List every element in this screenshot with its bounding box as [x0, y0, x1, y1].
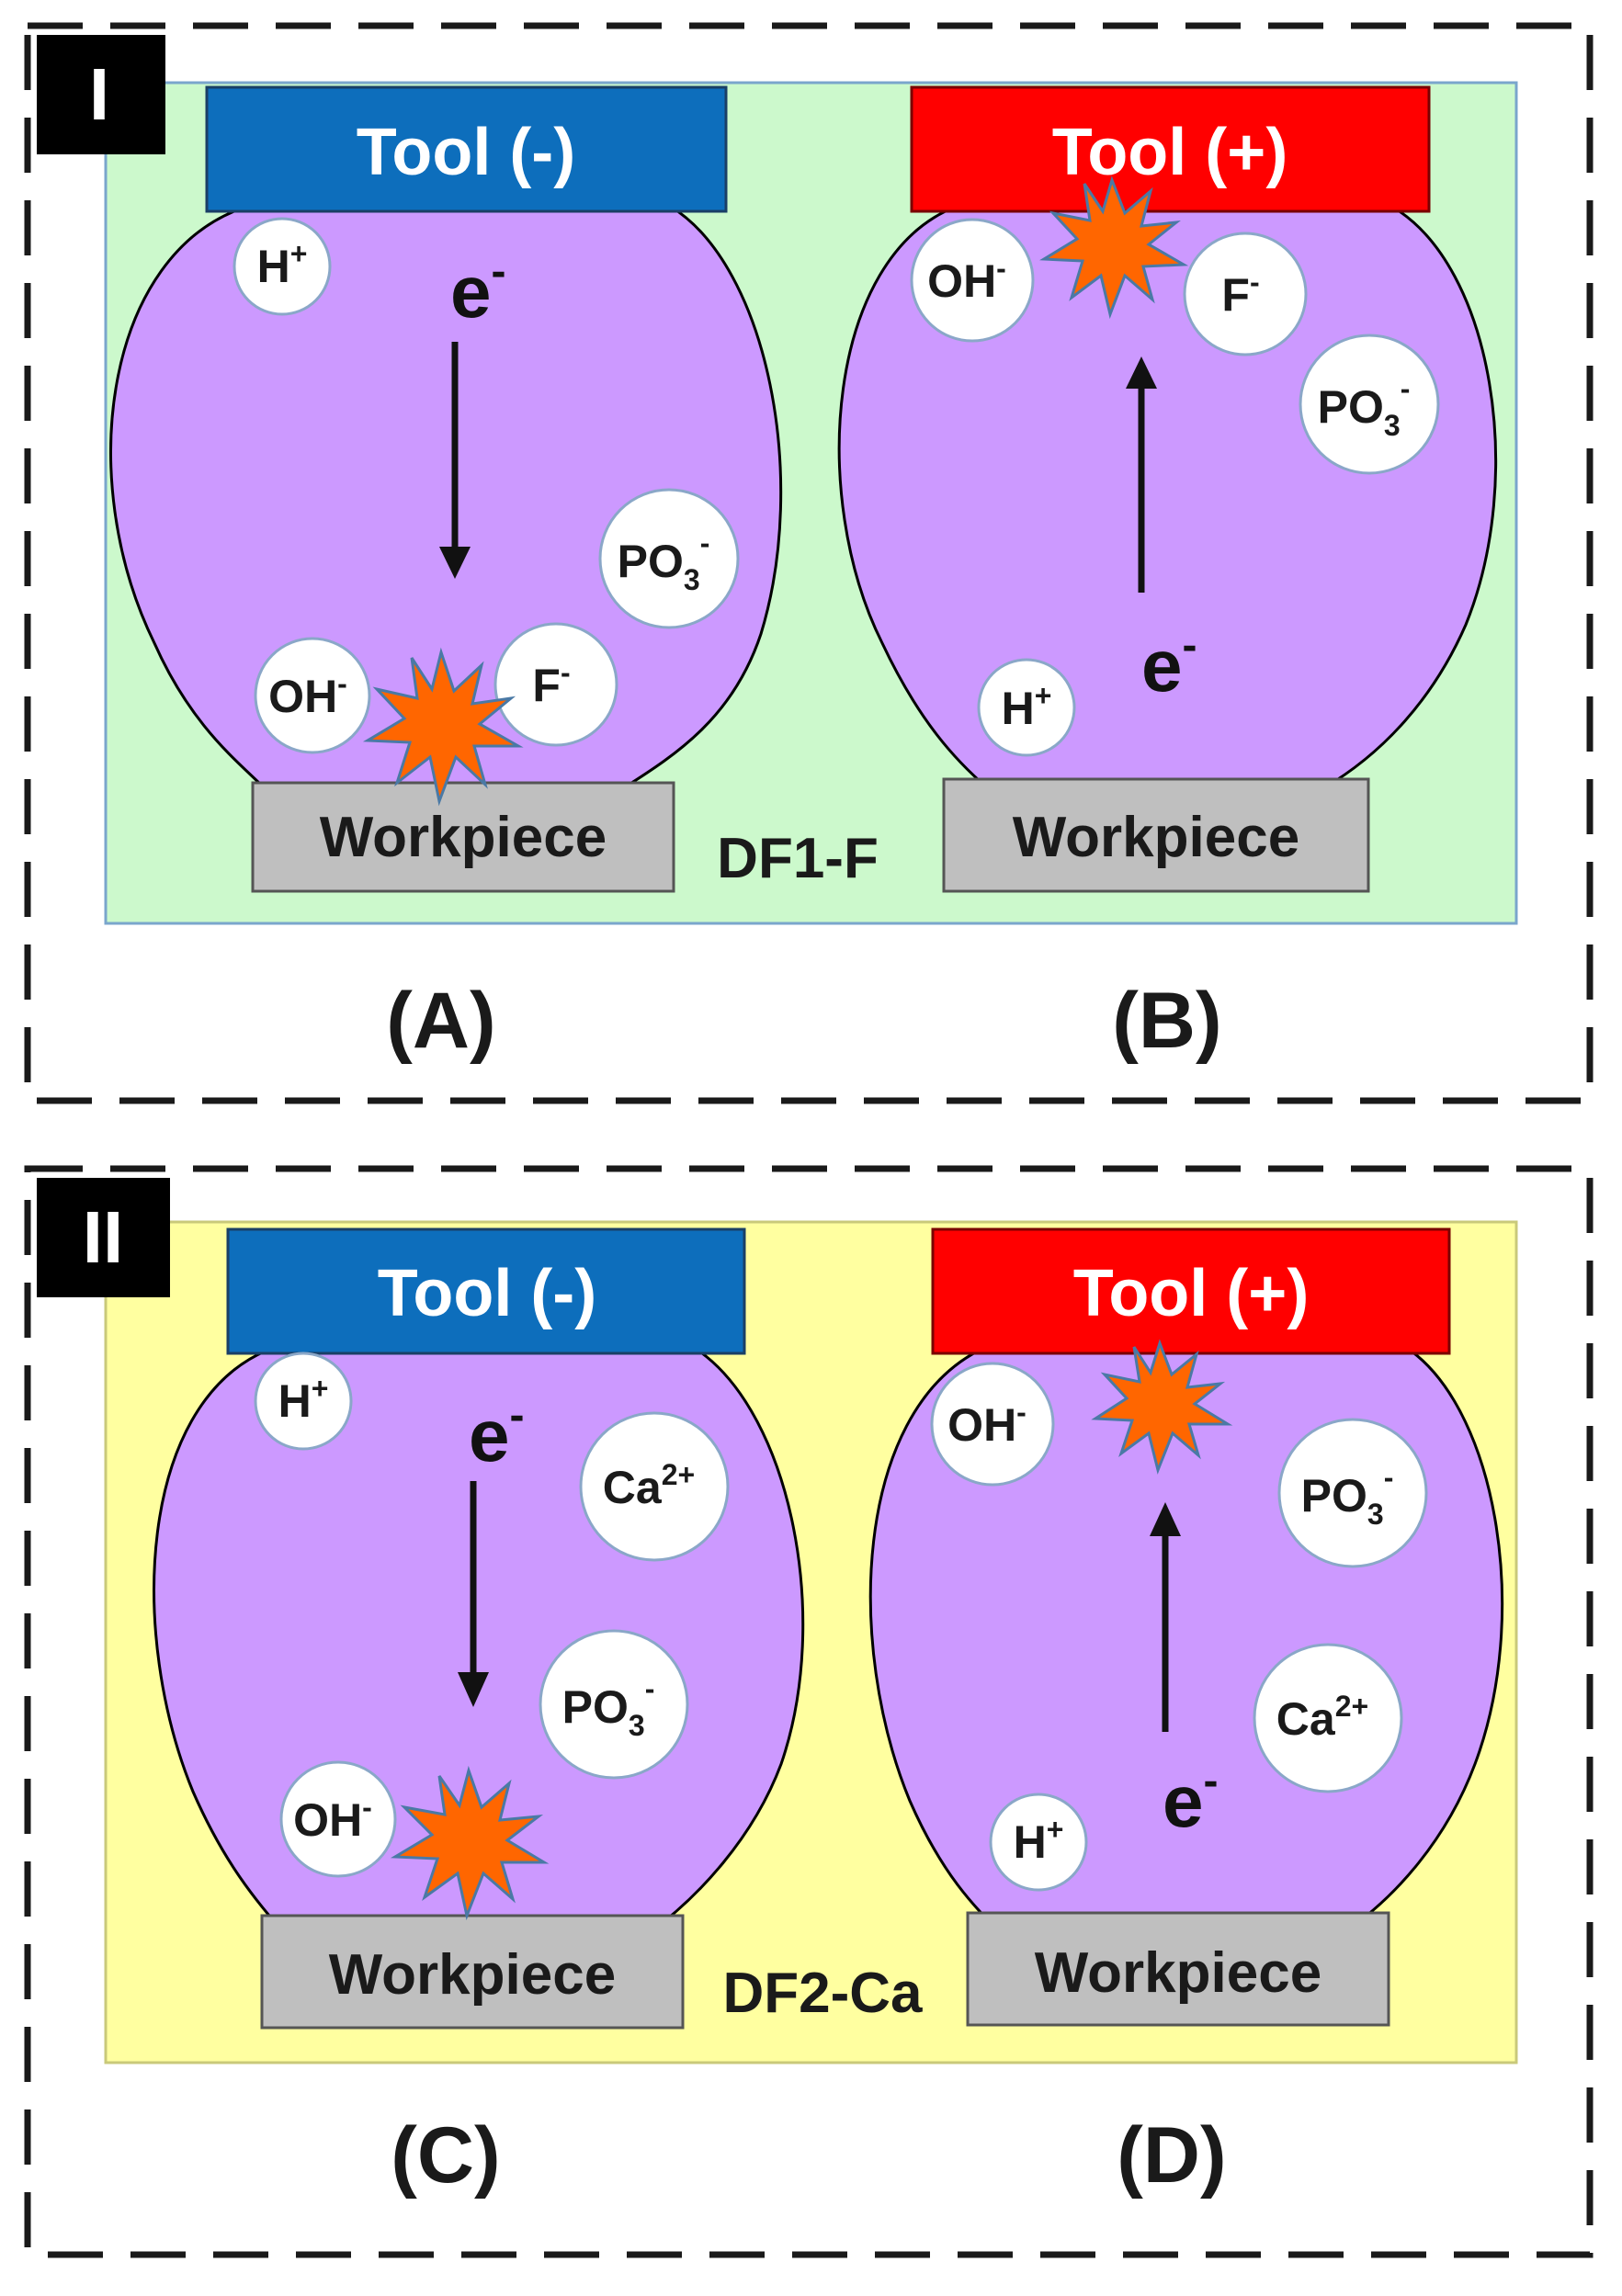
workpiece — [942, 777, 1370, 893]
ion-h-plus: H+ — [989, 1793, 1088, 1892]
svg-text:H+: H+ — [1002, 679, 1052, 734]
electron-symbol: e- — [1141, 621, 1197, 707]
workpiece-label: Workpiece — [329, 1943, 616, 2007]
roman-numeral: I — [89, 53, 109, 135]
ion-oh-minus: OH- — [254, 637, 371, 754]
workpiece-label: Workpiece — [1013, 806, 1299, 869]
ion-h-plus: H+ — [233, 217, 332, 316]
tool-label: Tool (+) — [1073, 1257, 1310, 1330]
roman-numeral: II — [83, 1196, 123, 1278]
tool-label: Tool (+) — [1052, 116, 1288, 189]
ion-h-plus: H+ — [977, 658, 1076, 757]
spark-icon — [1039, 175, 1189, 320]
ion-po3-minus: PO3- — [1299, 334, 1440, 475]
svg-text:OH-: OH- — [947, 1396, 1027, 1451]
group-ii-dashed-frame — [24, 1165, 1594, 2258]
arrow-head — [1126, 356, 1157, 389]
panel-label-a: (A) — [386, 977, 495, 1065]
ion-oh-minus: OH- — [930, 1362, 1055, 1487]
roman-badge — [37, 1178, 170, 1297]
workpiece — [260, 1914, 685, 2030]
panel-c: Tool (-) Workpiece e- H+ Ca2+ PO3- — [153, 1227, 805, 2200]
panel-d: Tool (+) Workpiece e- OH- PO3- Ca2+ — [868, 1227, 1504, 2200]
tool-electrode-negative — [226, 1227, 746, 1355]
ion-oh-minus: OH- — [910, 218, 1035, 343]
roman-badge — [37, 35, 165, 154]
workpiece — [966, 1911, 1390, 2027]
ion-po3-minus: PO3- — [539, 1629, 689, 1780]
spark-icon — [362, 647, 524, 807]
electron-symbol: e- — [450, 247, 505, 333]
svg-text:PO3-: PO3- — [618, 526, 710, 596]
svg-text:OH-: OH- — [927, 252, 1006, 307]
svg-text:Ca2+: Ca2+ — [1276, 1690, 1368, 1745]
group-i: Tool (-) Workpiece e- H+ PO3- OH- — [24, 22, 1594, 1104]
group-i-dashed-frame — [24, 22, 1594, 1104]
workpiece — [251, 781, 675, 893]
svg-text:OH-: OH- — [268, 667, 347, 722]
tool-electrode-negative — [205, 85, 728, 213]
svg-text:PO3-: PO3- — [1301, 1461, 1394, 1531]
workpiece-label: Workpiece — [320, 806, 607, 869]
panel-a: Tool (-) Workpiece e- H+ PO3- OH- — [109, 85, 783, 1065]
ion-f-minus: F- — [1183, 232, 1308, 356]
ion-po3-minus: PO3- — [598, 488, 740, 629]
electron-symbol: e- — [469, 1391, 524, 1476]
panel-label-c: (C) — [391, 2111, 500, 2200]
electron-symbol: e- — [1163, 1757, 1218, 1842]
arrow-head — [458, 1672, 489, 1707]
ion-po3-minus: PO3- — [1277, 1418, 1428, 1568]
tool-label: Tool (-) — [378, 1257, 597, 1330]
panel-label-b: (B) — [1112, 977, 1221, 1065]
svg-text:PO3-: PO3- — [1318, 372, 1411, 442]
ion-h-plus: H+ — [254, 1352, 353, 1451]
svg-text:OH-: OH- — [293, 1791, 372, 1846]
spark-icon — [1091, 1339, 1233, 1475]
arrow-head — [439, 547, 471, 579]
svg-text:F-: F- — [532, 656, 570, 711]
ion-ca-2plus: Ca2+ — [1253, 1643, 1403, 1793]
tool-label: Tool (-) — [357, 116, 576, 189]
ion-f-minus: F- — [493, 622, 618, 747]
tool-electrode-positive — [910, 85, 1431, 213]
svg-text:F-: F- — [1221, 266, 1259, 321]
fluid-label: DF2-Ca — [722, 1962, 923, 2025]
svg-text:Ca2+: Ca2+ — [603, 1458, 695, 1513]
panel-b: Tool (+) Workpiece e- OH- F- PO3- — [837, 85, 1498, 1065]
svg-text:H+: H+ — [278, 1372, 329, 1427]
workpiece-label: Workpiece — [1035, 1941, 1321, 2005]
svg-text:H+: H+ — [257, 237, 308, 292]
panel-label-d: (D) — [1117, 2111, 1226, 2200]
fluid-label: DF1-F — [717, 827, 879, 890]
svg-text:PO3-: PO3- — [562, 1672, 655, 1742]
arrow-head — [1150, 1502, 1181, 1536]
svg-text:H+: H+ — [1014, 1813, 1064, 1868]
ion-ca-2plus: Ca2+ — [579, 1411, 730, 1562]
tool-electrode-positive — [931, 1227, 1451, 1355]
ion-oh-minus: OH- — [279, 1760, 397, 1878]
group-ii: Tool (-) Workpiece e- H+ Ca2+ PO3- — [24, 1165, 1594, 2258]
spark-icon — [390, 1765, 550, 1921]
